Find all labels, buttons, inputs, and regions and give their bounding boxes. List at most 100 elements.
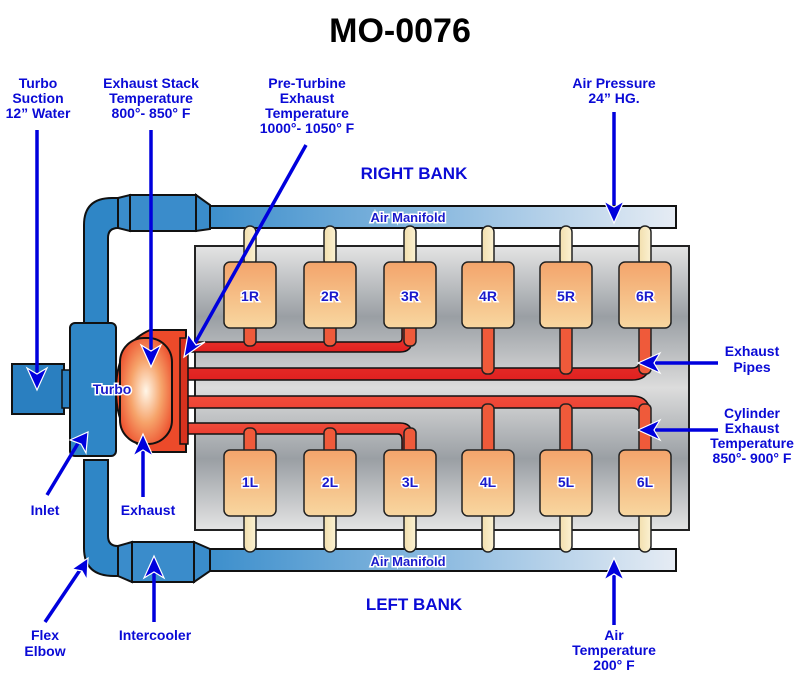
right-bank-label: RIGHT BANK (361, 164, 468, 183)
arrowhead-icon (636, 351, 662, 375)
arrowhead-icon (70, 556, 89, 583)
arrowhead-icon (602, 556, 626, 582)
callout-line: Exhaust (280, 90, 335, 106)
arrowhead-icon (139, 343, 163, 369)
intercooler-inlet (117, 540, 133, 584)
callout-line: 12” Water (6, 105, 71, 121)
cylinder-1r: 1R (223, 225, 277, 347)
callout-line: 1000°- 1050° F (260, 120, 355, 136)
callout-line: Air (604, 627, 624, 643)
pipe-connector-top (117, 193, 131, 233)
callout-line: Cylinder (724, 405, 781, 421)
callout-line: Inlet (31, 502, 60, 518)
arrowhead-icon (131, 432, 155, 458)
cylinder-label: 1L (242, 474, 259, 490)
callout-line: 850°- 900° F (713, 450, 792, 466)
cylinder-label: 6L (637, 474, 654, 490)
left-bank-label: LEFT BANK (366, 595, 463, 614)
arrowhead-icon (25, 366, 49, 392)
cylinder-body (539, 449, 593, 517)
arrowhead-icon (68, 431, 89, 455)
flex-elbow (83, 459, 119, 577)
callout-line: Elbow (24, 643, 65, 659)
intake-runner (638, 225, 652, 267)
intake-pipe-upper (83, 197, 119, 331)
cylinder-2r: 2R (303, 225, 357, 347)
callout-line: Exhaust (725, 420, 780, 436)
cylinder-label: 3L (402, 474, 419, 490)
intake-runner (481, 225, 495, 267)
callout-line: Exhaust (725, 343, 780, 359)
callout-line: Turbo (19, 75, 58, 91)
callout-line: Pipes (733, 359, 771, 375)
intake-runner (559, 225, 573, 267)
cylinder-body (461, 449, 515, 517)
intake-runner (403, 225, 417, 267)
callout-line: Temperature (572, 642, 656, 658)
cylinder-3l: 3L (383, 427, 437, 553)
callout-line: Temperature (109, 90, 193, 106)
callout-line: Intercooler (119, 627, 192, 643)
air-manifold-bottom-label: Air Manifold (370, 554, 445, 569)
cylinder-body (383, 449, 437, 517)
air-manifold-top-label: Air Manifold (370, 210, 445, 225)
cylinder-label: 6R (636, 288, 654, 304)
callout-intercooler: Intercooler (119, 627, 192, 643)
callout-line: Flex (31, 627, 59, 643)
cylinder-label: 1R (241, 288, 259, 304)
cylinder-label: 4L (480, 474, 497, 490)
cylinder-body (303, 449, 357, 517)
callout-arrows (25, 112, 718, 625)
cylinder-6l: 6L (618, 403, 672, 553)
arrowhead-icon (183, 332, 206, 359)
pipe-section-top (129, 194, 197, 232)
arrowhead-icon (636, 418, 662, 442)
cylinder-body (383, 261, 437, 329)
cylinder-label: 4R (479, 288, 497, 304)
callout-line: Pre-Turbine (268, 75, 346, 91)
callout-line: Suction (12, 90, 63, 106)
cylinder-label: 3R (401, 288, 419, 304)
cylinders: 1R 2R 3R 4R 5R 6R 1L 2L 3L 4L 5L 6L (223, 225, 672, 553)
intercooler-outlet (193, 540, 211, 584)
cylinder-body (618, 449, 672, 517)
cylinder-body (303, 261, 357, 329)
callout-line: Air Pressure (572, 75, 655, 91)
callout-exhaust: Exhaust (121, 502, 176, 518)
pre-turbine-arrow (192, 144, 308, 346)
cylinder-body (539, 261, 593, 329)
turbine-flange (179, 337, 189, 445)
callout-line: 24” HG. (588, 90, 639, 106)
callout-line: Temperature (265, 105, 349, 121)
cylinder-label: 2L (322, 474, 339, 490)
cylinder-5l: 5L (539, 403, 593, 553)
inlet-arrow (45, 439, 82, 496)
intake-runner (323, 225, 337, 267)
turbo-label: Turbo (93, 381, 132, 397)
arrowhead-icon (602, 199, 626, 225)
diagram-title: MO-0076 (329, 12, 471, 50)
cylinder-label: 2R (321, 288, 339, 304)
cylinder-4r: 4R (461, 225, 515, 375)
pipe-reducer-top (195, 193, 211, 233)
cylinder-body (223, 449, 277, 517)
cylinder-label: 5L (558, 474, 575, 490)
callout-line: Exhaust Stack (103, 75, 199, 91)
callout-line: Exhaust (121, 502, 176, 518)
cylinder-label: 5R (557, 288, 575, 304)
callout-line: 800°- 850° F (112, 105, 191, 121)
cylinder-3r: 3R (383, 225, 437, 347)
cylinder-body (461, 261, 515, 329)
cylinder-5r: 5R (539, 225, 593, 375)
cylinder-2l: 2L (303, 427, 357, 553)
